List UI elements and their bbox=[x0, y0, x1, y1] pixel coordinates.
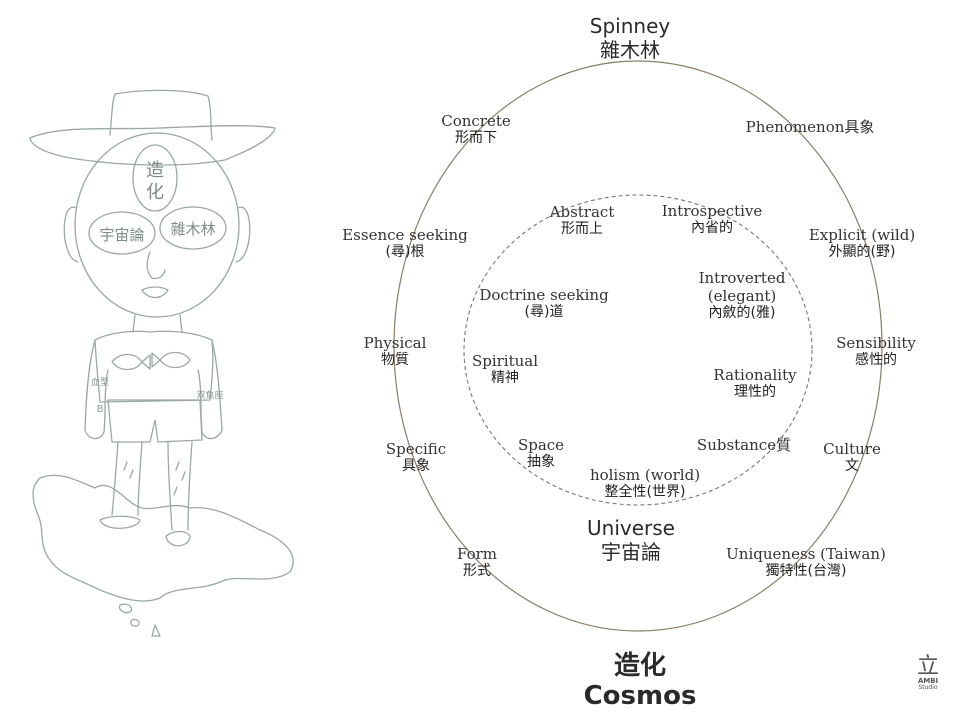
logo-sub: Studio bbox=[918, 684, 938, 691]
label-universe-zh: 宇宙論 bbox=[601, 540, 661, 564]
left-arm-text-2: B bbox=[97, 404, 104, 415]
right-eye bbox=[159, 206, 227, 250]
island-outline bbox=[32, 474, 294, 602]
right-eye-text: 雜木林 bbox=[170, 220, 215, 238]
label-explicit: Explicit (wild) 外顯的(野) bbox=[808, 226, 916, 260]
label-doctrine-seeking: Doctrine seeking (尋)道 bbox=[479, 286, 609, 320]
label-introverted: Introverted (elegant) 內斂的(雅) bbox=[698, 269, 786, 321]
logo-brand: AMBI bbox=[917, 677, 939, 685]
label-specific: Specific 具象 bbox=[385, 440, 447, 474]
label-abstract: Abstract 形而上 bbox=[549, 203, 615, 237]
logo-mark: 立 bbox=[916, 654, 939, 679]
label-concrete: Concrete 形而下 bbox=[441, 112, 511, 146]
label-cosmos: 造化 Cosmos bbox=[583, 651, 697, 712]
label-spinney-en: Spinney bbox=[589, 14, 671, 38]
forehead-eye bbox=[132, 144, 178, 212]
head-outline bbox=[74, 132, 240, 318]
label-spinney: Spinney 雜木林 bbox=[590, 14, 670, 62]
label-cosmos-zh: 造化 bbox=[613, 651, 667, 681]
label-introspective: Introspective 內省的 bbox=[661, 202, 763, 236]
left-eye bbox=[88, 211, 156, 255]
hat-brim bbox=[29, 125, 276, 166]
label-spiritual: Spiritual 精神 bbox=[471, 352, 539, 386]
right-arm-text: 双魚座 bbox=[196, 389, 223, 401]
left-arm-text: 血型 bbox=[91, 376, 109, 388]
inner-ellipse bbox=[463, 194, 813, 506]
label-culture: Culture 文 bbox=[823, 440, 881, 474]
outer-ellipse bbox=[393, 60, 883, 632]
label-spinney-zh: 雜木林 bbox=[599, 38, 660, 62]
label-essence-seeking: Essence seeking (尋)根 bbox=[342, 226, 468, 260]
label-holism: holism (world) 整全性(世界) bbox=[589, 466, 701, 500]
label-universe-en: Universe bbox=[587, 516, 675, 540]
label-space: Space 抽象 bbox=[517, 436, 565, 470]
label-cosmos-en: Cosmos bbox=[583, 680, 697, 711]
character-sketch: 造 化 宇宙論 雜木林 血型 B 双魚座 bbox=[29, 89, 294, 637]
left-eye-text: 宇宙論 bbox=[99, 226, 144, 244]
label-sensibility: Sensibility 感性的 bbox=[836, 334, 916, 368]
label-universe: Universe 宇宙論 bbox=[587, 516, 675, 564]
label-phenomenon: Phenomenon具象 bbox=[745, 118, 875, 136]
label-rationality: Rationality 理性的 bbox=[713, 366, 797, 400]
label-form: Form 形式 bbox=[456, 545, 498, 579]
label-substance: Substance質 bbox=[696, 436, 792, 454]
hat-crown bbox=[109, 89, 213, 141]
label-uniqueness: Uniqueness (Taiwan) 獨特性(台灣) bbox=[726, 545, 886, 579]
ambi-studio-logo: 立 AMBI Studio bbox=[912, 656, 944, 691]
face-center-text-2: 化 bbox=[146, 182, 164, 203]
label-physical: Physical 物質 bbox=[363, 334, 427, 368]
face-center-text-1: 造 bbox=[146, 160, 164, 181]
